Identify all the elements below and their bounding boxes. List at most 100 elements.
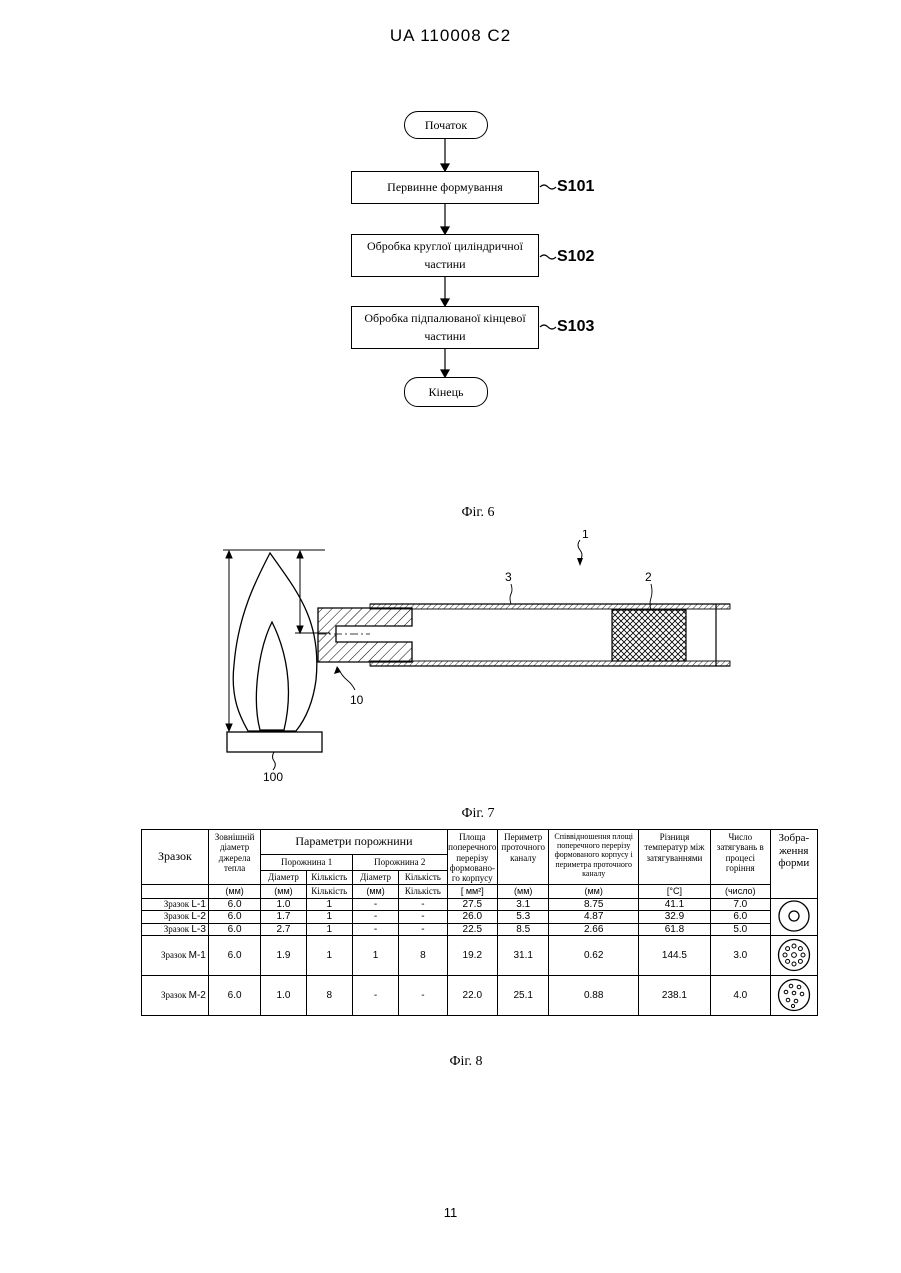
step-text: Обробка круглої циліндричної: [367, 238, 523, 255]
cell-outer: 6.0: [208, 923, 260, 936]
label-filter: 2: [645, 570, 652, 584]
cell-outer: 6.0: [208, 898, 260, 911]
cell-c2d: -: [352, 898, 398, 911]
results-table: Зразок Зовнішній діаметр джерела тепла П…: [141, 829, 818, 1016]
unit-c1-count: Кількість: [306, 884, 352, 898]
header-cavity-2: Порожнина 2: [352, 855, 447, 871]
shape-cell-m2: [770, 976, 817, 1016]
flowchart-end: Кінець: [404, 377, 488, 407]
header-c1-count: Кількість: [306, 871, 352, 885]
unit-temp: [°C]: [638, 884, 710, 898]
header-shape-image: Зобра-ження форми: [770, 830, 817, 899]
figure-caption: Фіг. 8: [406, 1054, 526, 1070]
cell-puffs: 6.0: [710, 911, 770, 924]
cell-temp: 144.5: [638, 936, 710, 976]
cell-c1d: 1.0: [261, 976, 306, 1016]
table-row: Зразок L-3 6.0 2.7 1 - - 22.5 8.5 2.66 6…: [142, 923, 818, 936]
flowchart-step-s101: Первинне формування: [351, 171, 539, 204]
row-code: L-3: [191, 924, 205, 935]
header-temp-diff: Різниця температур між затягуваннями: [638, 830, 710, 885]
header-c2-count: Кількість: [399, 871, 447, 885]
cell-c2d: -: [352, 923, 398, 936]
cell-c1n: 8: [306, 976, 352, 1016]
unit-area: [ мм²]: [447, 884, 497, 898]
header-c1-diameter: Діаметр: [261, 871, 306, 885]
unit-ratio: (мм): [549, 884, 639, 898]
row-code: M-1: [189, 950, 206, 961]
row-code: M-2: [189, 990, 206, 1001]
unit-outer: (мм): [208, 884, 260, 898]
unit-c2-diameter: (мм): [352, 884, 398, 898]
cell-c2n: -: [399, 911, 447, 924]
unit-perimeter: (мм): [497, 884, 548, 898]
cell-area: 26.0: [447, 911, 497, 924]
page-number: 11: [0, 1205, 901, 1220]
step-text: Первинне формування: [387, 179, 503, 196]
cell-ratio: 0.88: [549, 976, 639, 1016]
cell-c1d: 1.9: [261, 936, 306, 976]
unit-sample: [142, 884, 209, 898]
cell-perimeter: 8.5: [497, 923, 548, 936]
cell-puffs: 5.0: [710, 923, 770, 936]
cell-c2n: -: [399, 923, 447, 936]
header-c2-diameter: Діаметр: [352, 871, 398, 885]
header-outer-diameter: Зовнішній діаметр джерела тепла: [208, 830, 260, 885]
cell-ratio: 2.66: [549, 923, 639, 936]
cell-puffs: 4.0: [710, 976, 770, 1016]
step-code: S101: [557, 178, 594, 196]
cell-area: 22.0: [447, 976, 497, 1016]
step-text: частини: [367, 256, 523, 273]
cell-area: 27.5: [447, 898, 497, 911]
fig7-diagram: 1 2 3 10 100: [0, 530, 901, 795]
cell-c1n: 1: [306, 936, 352, 976]
step-code: S102: [557, 248, 594, 266]
row-code: L-2: [191, 911, 205, 922]
cell-puffs: 7.0: [710, 898, 770, 911]
unit-puffs: (число): [710, 884, 770, 898]
cell-temp: 61.8: [638, 923, 710, 936]
cell-outer: 6.0: [208, 976, 260, 1016]
header-perimeter: Периметр проточного каналу: [497, 830, 548, 885]
shape-cell-m1: [770, 936, 817, 976]
label-source: 100: [263, 770, 283, 784]
scattered-holes-shape-icon: [776, 977, 812, 1013]
cell-c1n: 1: [306, 911, 352, 924]
cell-c2d: -: [352, 911, 398, 924]
unit-c2-count: Кількість: [399, 884, 447, 898]
cell-temp: 238.1: [638, 976, 710, 1016]
flowchart-step-s103: Обробка підпалюваної кінцевої частини: [351, 306, 539, 349]
cell-temp: 41.1: [638, 898, 710, 911]
row-label: Зразок: [161, 990, 186, 1000]
step-code: S103: [557, 318, 594, 336]
figure-caption: Фіг. 7: [418, 806, 538, 822]
header-puffs: Число затягувань в процесі горіння: [710, 830, 770, 885]
cell-perimeter: 3.1: [497, 898, 548, 911]
row-label: Зразок: [161, 950, 186, 960]
flowchart-step-s102: Обробка круглої циліндричної частини: [351, 234, 539, 277]
label-wrapper: 3: [505, 570, 512, 584]
cell-outer: 6.0: [208, 936, 260, 976]
header-cavity-params: Параметри порожнини: [261, 830, 447, 855]
table-row: Зразок L-1 6.0 1.0 1 - - 27.5 3.1 8.75 4…: [142, 898, 818, 911]
row-label: Зразок: [164, 911, 189, 921]
single-hole-shape-icon: [776, 899, 812, 933]
cell-c2n: -: [399, 898, 447, 911]
header-cross-area: Площа поперечного перерізу формовано-го …: [447, 830, 497, 885]
cell-c1n: 1: [306, 898, 352, 911]
cell-perimeter: 5.3: [497, 911, 548, 924]
unit-c1-diameter: (мм): [261, 884, 306, 898]
header-ratio: Співвідношення площі поперечного переріз…: [549, 830, 639, 885]
cell-puffs: 3.0: [710, 936, 770, 976]
cell-ratio: 4.87: [549, 911, 639, 924]
cell-c1d: 1.0: [261, 898, 306, 911]
cell-area: 22.5: [447, 923, 497, 936]
label-tip: 10: [350, 693, 364, 707]
cell-c1d: 2.7: [261, 923, 306, 936]
table-row: Зразок M-1 6.0 1.9 1 1 8 19.2 31.1 0.62 …: [142, 936, 818, 976]
ring-holes-shape-icon: [776, 937, 812, 973]
table-row: Зразок M-2 6.0 1.0 8 - - 22.0 25.1 0.88 …: [142, 976, 818, 1016]
cell-perimeter: 25.1: [497, 976, 548, 1016]
cell-outer: 6.0: [208, 911, 260, 924]
cell-c1d: 1.7: [261, 911, 306, 924]
flowchart-start: Початок: [404, 111, 488, 139]
